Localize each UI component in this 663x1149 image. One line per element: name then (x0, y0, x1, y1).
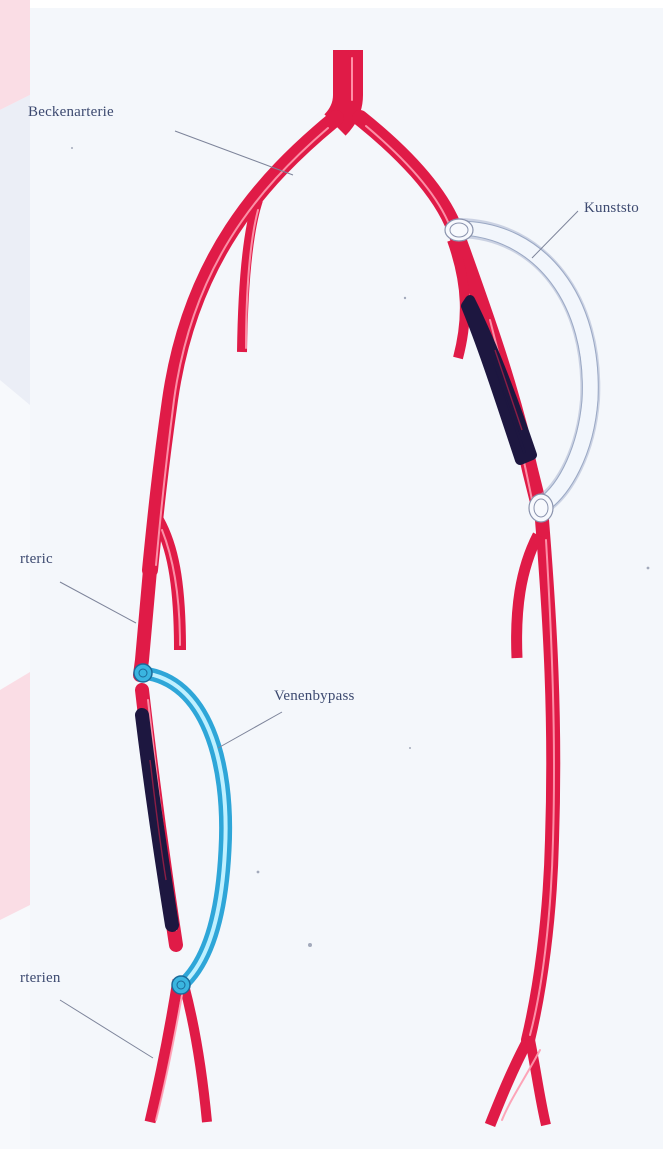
label-beckenarterie: Beckenarterie (28, 104, 114, 121)
anastomosis-top-left (134, 664, 152, 682)
label-arterien: rterien (20, 970, 61, 987)
label-arterie: rteric (20, 551, 53, 568)
label-kunststoff: Kunststo (584, 200, 639, 217)
anastomosis-bottom-left (172, 976, 190, 994)
anastomosis-bottom-right (529, 494, 553, 522)
anastomosis-top-right (445, 219, 473, 241)
top-margin (0, 0, 663, 8)
label-venenbypass: Venenbypass (274, 688, 355, 705)
